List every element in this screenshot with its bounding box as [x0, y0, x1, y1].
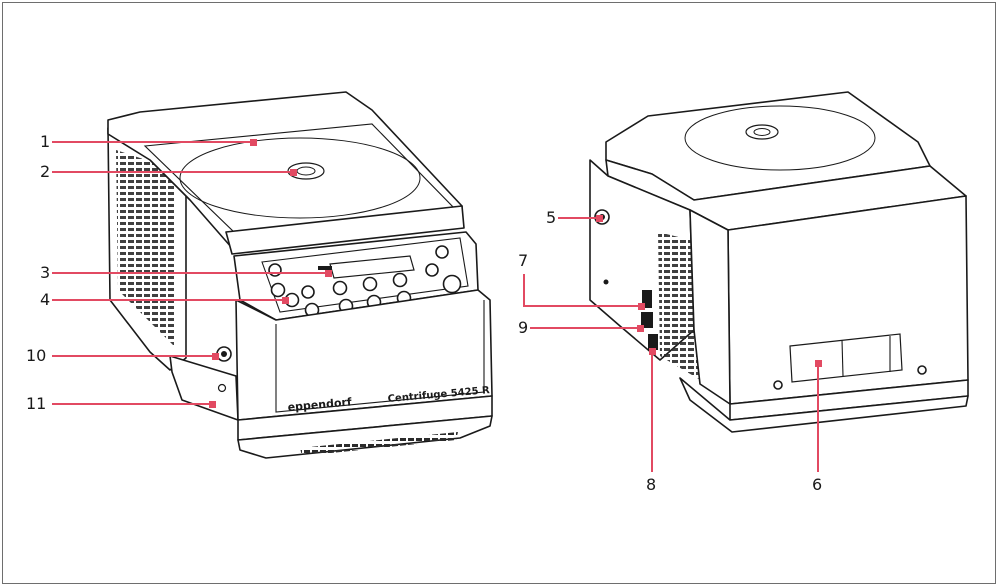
display-window	[329, 255, 415, 279]
callout-7: 7	[518, 251, 645, 310]
callout-1: 1	[40, 132, 257, 151]
power-switch	[642, 290, 652, 308]
front-lid-lip	[225, 205, 465, 255]
display-indicator	[318, 266, 332, 270]
callout-4: 4	[40, 290, 289, 309]
callout-11: 11	[26, 394, 216, 413]
rear-base-bottom	[679, 377, 969, 433]
key-button	[301, 285, 315, 299]
svg-text:1: 1	[40, 132, 50, 151]
side-port	[217, 383, 227, 393]
front-view-centrifuge: eppendorf Centrifuge 5425 R	[107, 91, 493, 459]
svg-text:11: 11	[26, 394, 46, 413]
svg-text:6: 6	[812, 475, 822, 494]
key-button	[332, 280, 348, 296]
key-button	[270, 282, 286, 298]
callout-5: 5	[546, 208, 603, 227]
svg-text:5: 5	[546, 208, 556, 227]
front-base-left	[169, 355, 239, 421]
key-button	[435, 245, 449, 259]
rear-screw	[917, 365, 927, 375]
svg-text:4: 4	[40, 290, 50, 309]
key-button	[392, 272, 408, 288]
svg-text:9: 9	[518, 318, 528, 337]
power-socket	[641, 312, 653, 328]
front-bottom-vent	[300, 432, 458, 456]
svg-text:2: 2	[40, 162, 50, 181]
svg-text:3: 3	[40, 263, 50, 282]
rear-lid-recess	[684, 105, 876, 171]
brand-label: eppendorf	[287, 395, 352, 414]
key-button	[268, 263, 282, 277]
svg-text:10: 10	[26, 346, 46, 365]
callout-3: 3	[40, 263, 332, 282]
interface-port	[648, 334, 658, 350]
rear-view-centrifuge	[589, 91, 969, 433]
svg-text:8: 8	[646, 475, 656, 494]
callout-2: 2	[40, 162, 297, 181]
rear-screw	[773, 380, 783, 390]
callout-10: 10	[26, 346, 219, 365]
rear-right-side	[689, 209, 731, 405]
rear-lid-knob	[745, 124, 779, 140]
callout-8: 8	[646, 348, 656, 494]
callouts: 1 2 3 4 10 11 5	[26, 132, 822, 494]
left-side-vents	[116, 150, 176, 348]
callout-6: 6	[812, 360, 822, 494]
key-button	[425, 263, 439, 277]
front-base-shadow	[237, 415, 493, 459]
callout-9: 9	[518, 318, 644, 337]
start-stop-button	[442, 274, 462, 294]
front-body-panel	[275, 300, 485, 413]
key-button	[362, 276, 378, 292]
lid-recess	[179, 137, 421, 219]
svg-text:7: 7	[518, 251, 528, 270]
